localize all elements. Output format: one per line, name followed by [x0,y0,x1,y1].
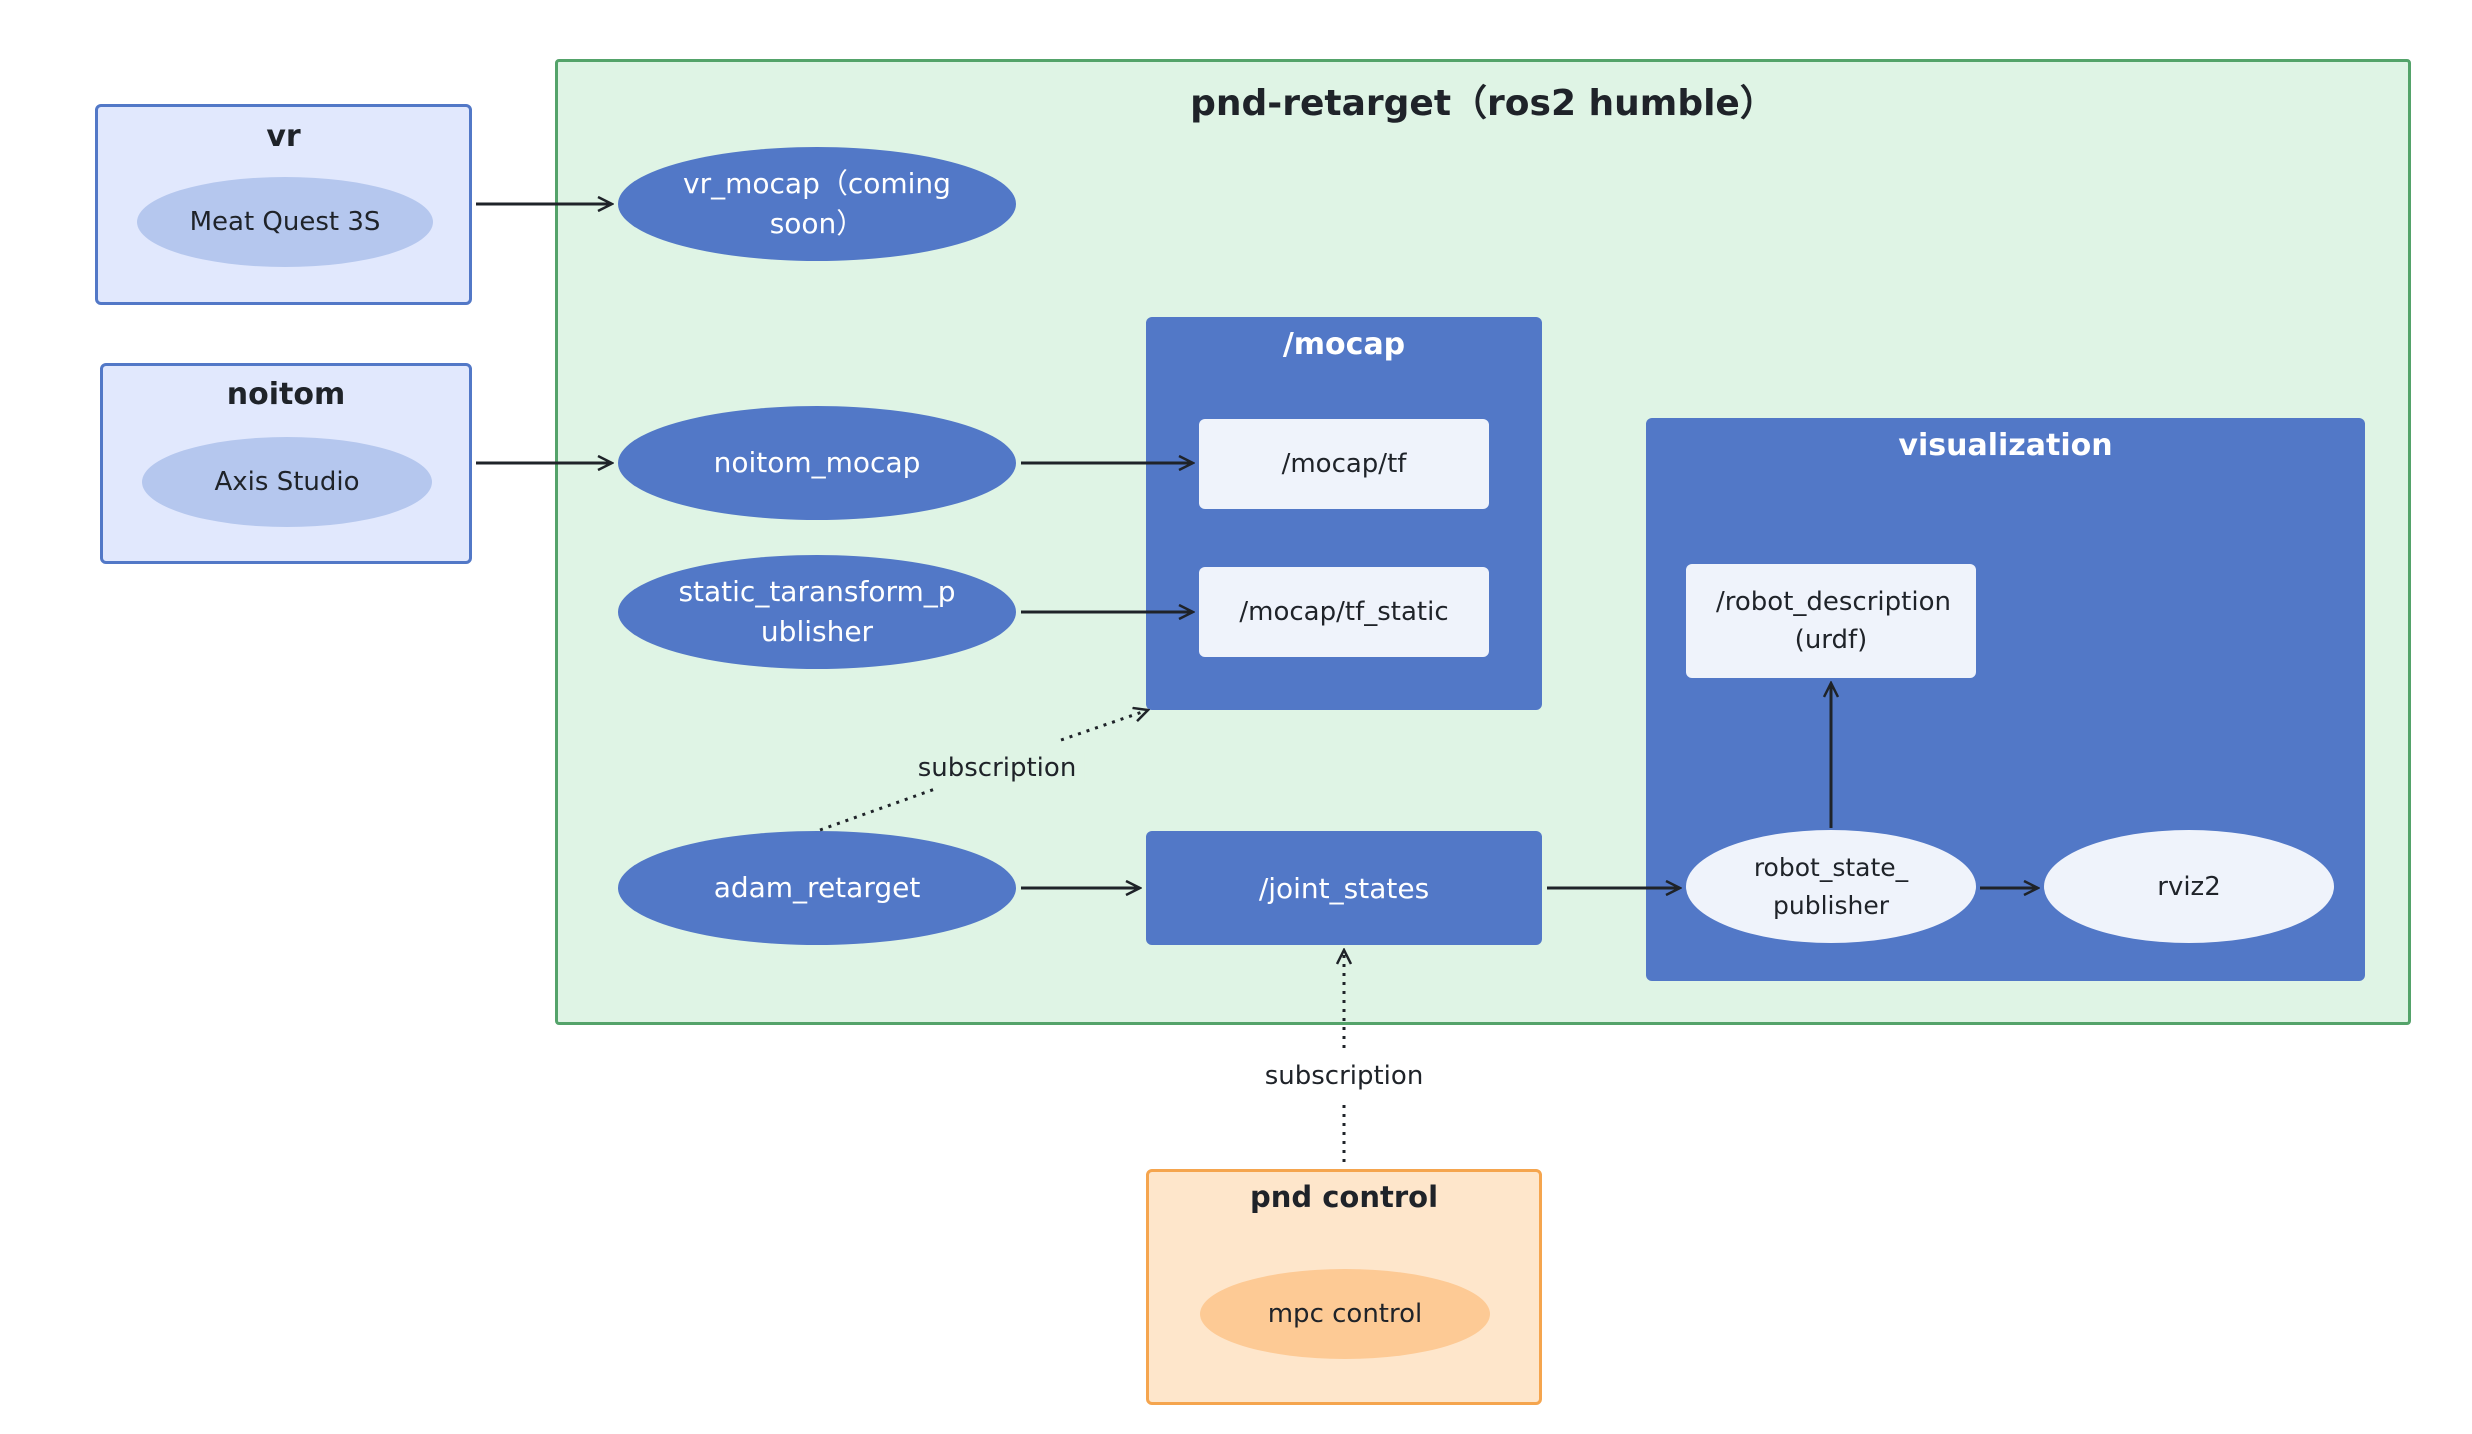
rviz2-node: rviz2 [2044,830,2334,943]
dotted-retarget-to-mocap [819,787,936,832]
control-subscription-label: subscription [1256,1061,1432,1091]
pnd-control-title: pnd control [1249,1180,1439,1214]
static-transform-publisher-label: static_taransform_p ublisher [678,575,956,648]
robot-state-publisher-node: robot_state_ publisher [1686,830,1976,943]
joint-states-topic: /joint_states [1146,831,1542,945]
meta-quest-node: Meat Quest 3S [137,177,433,267]
static-transform-publisher-node: static_taransform_p ublisher [618,555,1016,669]
dotted-retarget-to-mocap-upper [1060,710,1148,742]
visualization-title: visualization [1898,428,2113,463]
robot-state-publisher-label: robot_state_ publisher [1753,852,1909,920]
vr-mocap-label: vr_mocap（coming soon） [683,167,951,240]
robot-description-label: /robot_description (urdf) [1716,587,1951,655]
mpc-control-node: mpc control [1200,1269,1490,1359]
noitom-group-title: noitom [226,377,346,412]
robot-description-topic: /robot_description (urdf) [1686,564,1976,678]
pnd-retarget-title: pnd-retarget（ros2 humble） [1190,83,1776,124]
mocap-tf-static-topic: /mocap/tf_static [1199,567,1489,657]
mocap-group-title: /mocap [1282,327,1406,362]
vr-group-title: vr [266,119,301,154]
adam-retarget-node: adam_retarget [618,831,1016,945]
vr-mocap-node: vr_mocap（coming soon） [618,147,1016,261]
noitom-group: noitom Axis Studio [100,363,472,564]
axis-studio-node: Axis Studio [142,437,432,527]
retarget-subscription-label: subscription [909,753,1085,783]
visualization-group: visualization /robot_description (urdf) … [1646,418,2365,981]
mocap-group: /mocap /mocap/tf /mocap/tf_static [1146,317,1542,710]
pnd-control-group: pnd control mpc control [1146,1169,1542,1405]
vr-group: vr Meat Quest 3S [95,104,472,305]
noitom-mocap-node: noitom_mocap [618,406,1016,520]
mocap-tf-topic: /mocap/tf [1199,419,1489,509]
